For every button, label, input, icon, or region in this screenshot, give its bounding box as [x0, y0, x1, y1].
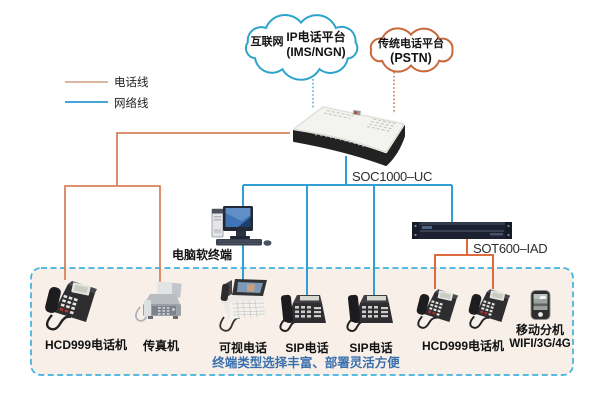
svg-text:(IMS/NGN): (IMS/NGN) [286, 45, 345, 59]
svg-text:HCD999电话机: HCD999电话机 [422, 338, 504, 353]
svg-text:SIP电话: SIP电话 [349, 340, 392, 355]
svg-text:SOC1000–UC: SOC1000–UC [352, 169, 432, 184]
svg-text:传真机: 传真机 [142, 338, 179, 353]
svg-text:移动分机: 移动分机 [516, 322, 564, 337]
svg-text:电脑软终端: 电脑软终端 [172, 247, 232, 262]
svg-text:(PSTN): (PSTN) [390, 51, 432, 65]
svg-text:网络线: 网络线 [114, 96, 149, 110]
svg-text:终端类型选择丰富、部署灵活方便: 终端类型选择丰富、部署灵活方便 [212, 355, 400, 370]
svg-text:可视电话: 可视电话 [219, 340, 267, 355]
svg-text:互联网: 互联网 [251, 34, 284, 48]
svg-text:SOT600–IAD: SOT600–IAD [473, 241, 547, 256]
svg-text:WIFI/3G/4G: WIFI/3G/4G [509, 338, 570, 350]
svg-text:IP电话平台: IP电话平台 [286, 29, 345, 44]
svg-text:传统电话平台: 传统电话平台 [377, 36, 444, 50]
svg-text:电话线: 电话线 [114, 75, 149, 89]
svg-text:HCD999电话机: HCD999电话机 [45, 337, 127, 352]
svg-text:SIP电话: SIP电话 [285, 340, 328, 355]
